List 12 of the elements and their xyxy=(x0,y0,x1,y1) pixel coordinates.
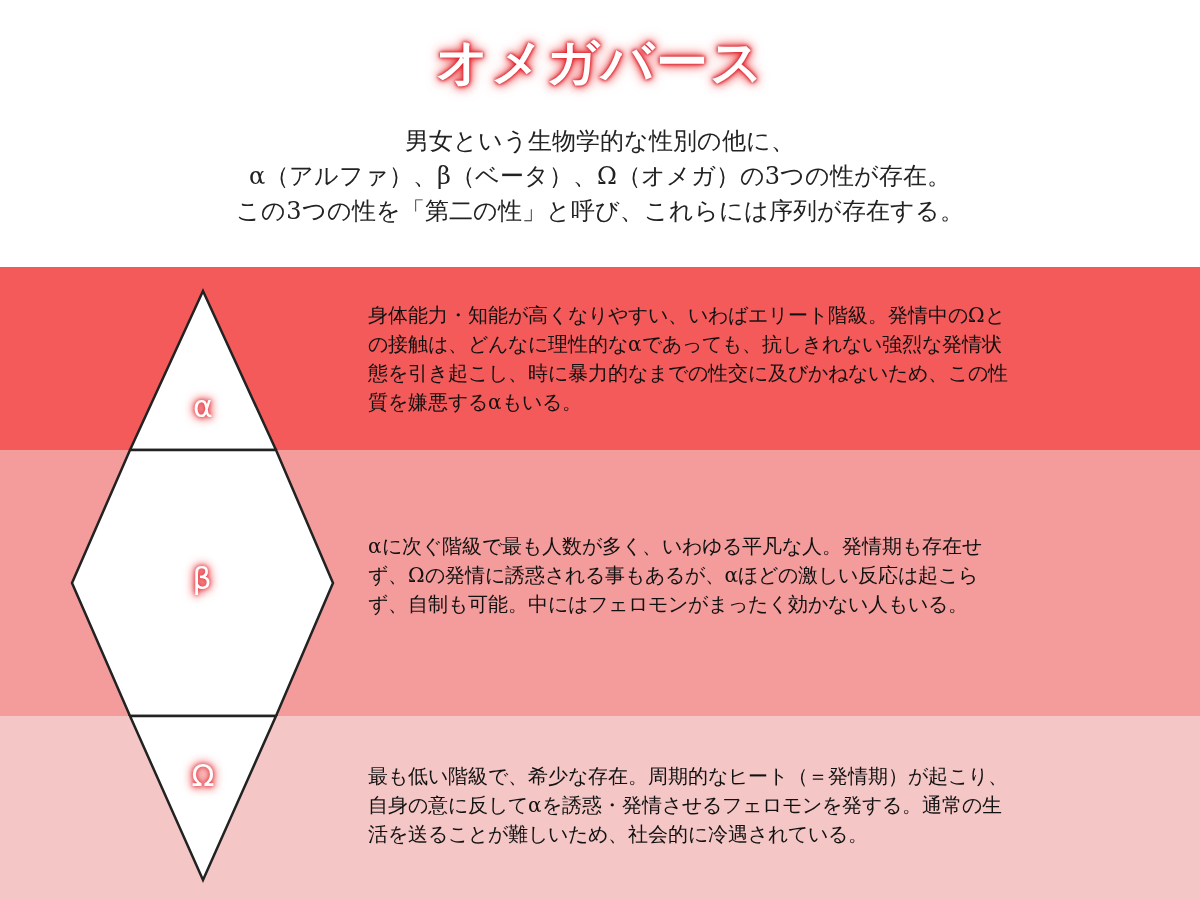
triangle-section xyxy=(130,291,276,450)
triangle-section xyxy=(130,716,276,880)
description-text: 最も低い階級で、希少な存在。周期的なヒート（＝発情期）が起こり、自身の意に反してαを誘惑・発情させるフェロモンを発する。通常の生活を送ることが難しいため、社会的に冷遇されている。 xyxy=(368,762,1008,848)
category-band xyxy=(0,267,1200,450)
category-band xyxy=(0,716,1200,900)
description-text: 身体能力・知能が高くなりやすい、いわばエリート階級。発情中のΩとの接触は、どんなに理性的なαであっても、抗しきれない強烈な発情状態を引き起こし、時に暴力的なまでの性交に及びかねないため、この性質を嫌悪するαもいる。 xyxy=(368,302,1008,416)
intro-text: この3つの性を「第二の性」と呼び、これらには序列が存在する。 xyxy=(236,196,964,227)
intro-text: 男女という生物学的な性別の他に、 xyxy=(405,126,795,157)
title: オメガバース xyxy=(435,32,765,92)
category-band xyxy=(0,450,1200,716)
intro-text: α（アルファ）、β（ベータ）、Ω（オメガ）の3つの性が存在。 xyxy=(248,161,952,192)
description-text: αに次ぐ階級で最も人数が多く、いわゆる平凡な人。発情期も存在せず、Ωの発情に誘惑される事もあるが、αほどの激しい反応は起こらず、自制も可能。中にはフェロモンがまったく効かない人もいる。 xyxy=(368,532,983,618)
